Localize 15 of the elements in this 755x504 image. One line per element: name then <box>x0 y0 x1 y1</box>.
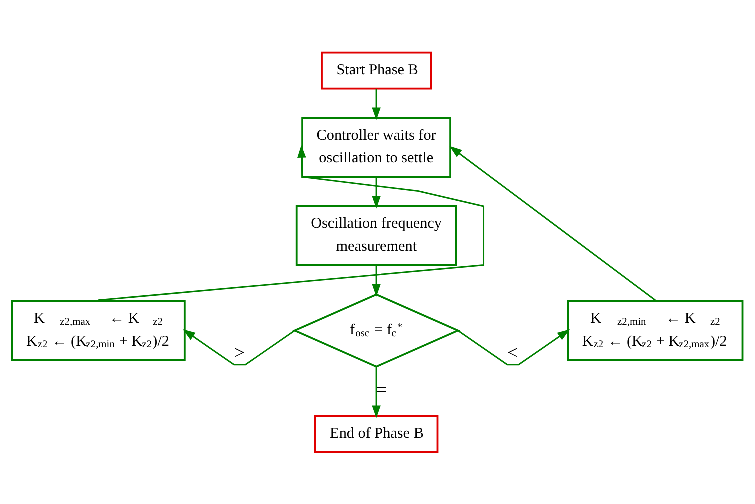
arrow <box>372 265 381 296</box>
arrow <box>372 88 381 120</box>
arrow <box>98 144 485 301</box>
arrow <box>450 146 656 301</box>
arrow <box>372 176 381 208</box>
node-box: End of Phase B <box>314 414 439 453</box>
arrow <box>183 328 296 366</box>
edge-label: > <box>234 342 245 364</box>
arrow <box>372 366 381 418</box>
node-box: Start Phase B <box>321 51 432 90</box>
edge-label: = <box>376 380 388 401</box>
node-box: Oscillation frequency measurement <box>296 205 458 266</box>
node-box: Controller waits for oscillation to settle <box>302 116 452 178</box>
edge-label: < <box>507 342 518 364</box>
arrow <box>458 328 570 366</box>
